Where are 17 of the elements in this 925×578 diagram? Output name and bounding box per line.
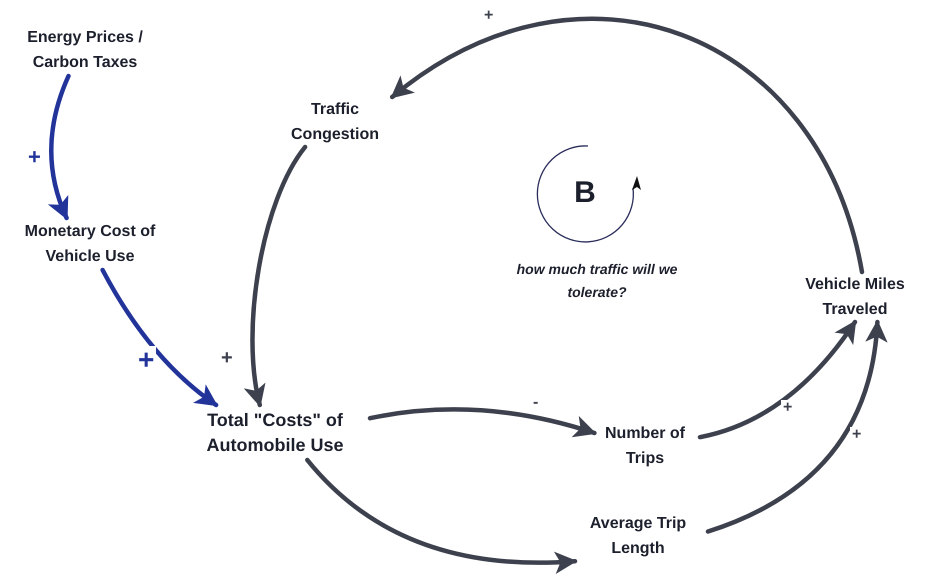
node-label: Number of Trips [604,424,686,469]
node-label: Vehicle Miles Traveled [804,275,906,320]
node-label: Traffic Congestion [290,100,380,145]
node-label: Energy Prices / Carbon Taxes [26,28,144,73]
arrow [100,268,218,408]
node-label: Monetary Cost of Vehicle Use [24,222,156,267]
note-text: how much traffic will we tolerate? [516,260,678,302]
node-label: Average Trip Length [588,514,688,559]
node-label: Total "Costs" of Automobile Use [205,408,344,456]
arrow [368,407,597,438]
loop-label: B [573,176,597,209]
arrow [48,74,71,220]
arrow [305,458,578,574]
arrow [698,320,858,440]
arrow [390,16,864,274]
arrow [244,144,308,408]
arrow [706,320,887,534]
